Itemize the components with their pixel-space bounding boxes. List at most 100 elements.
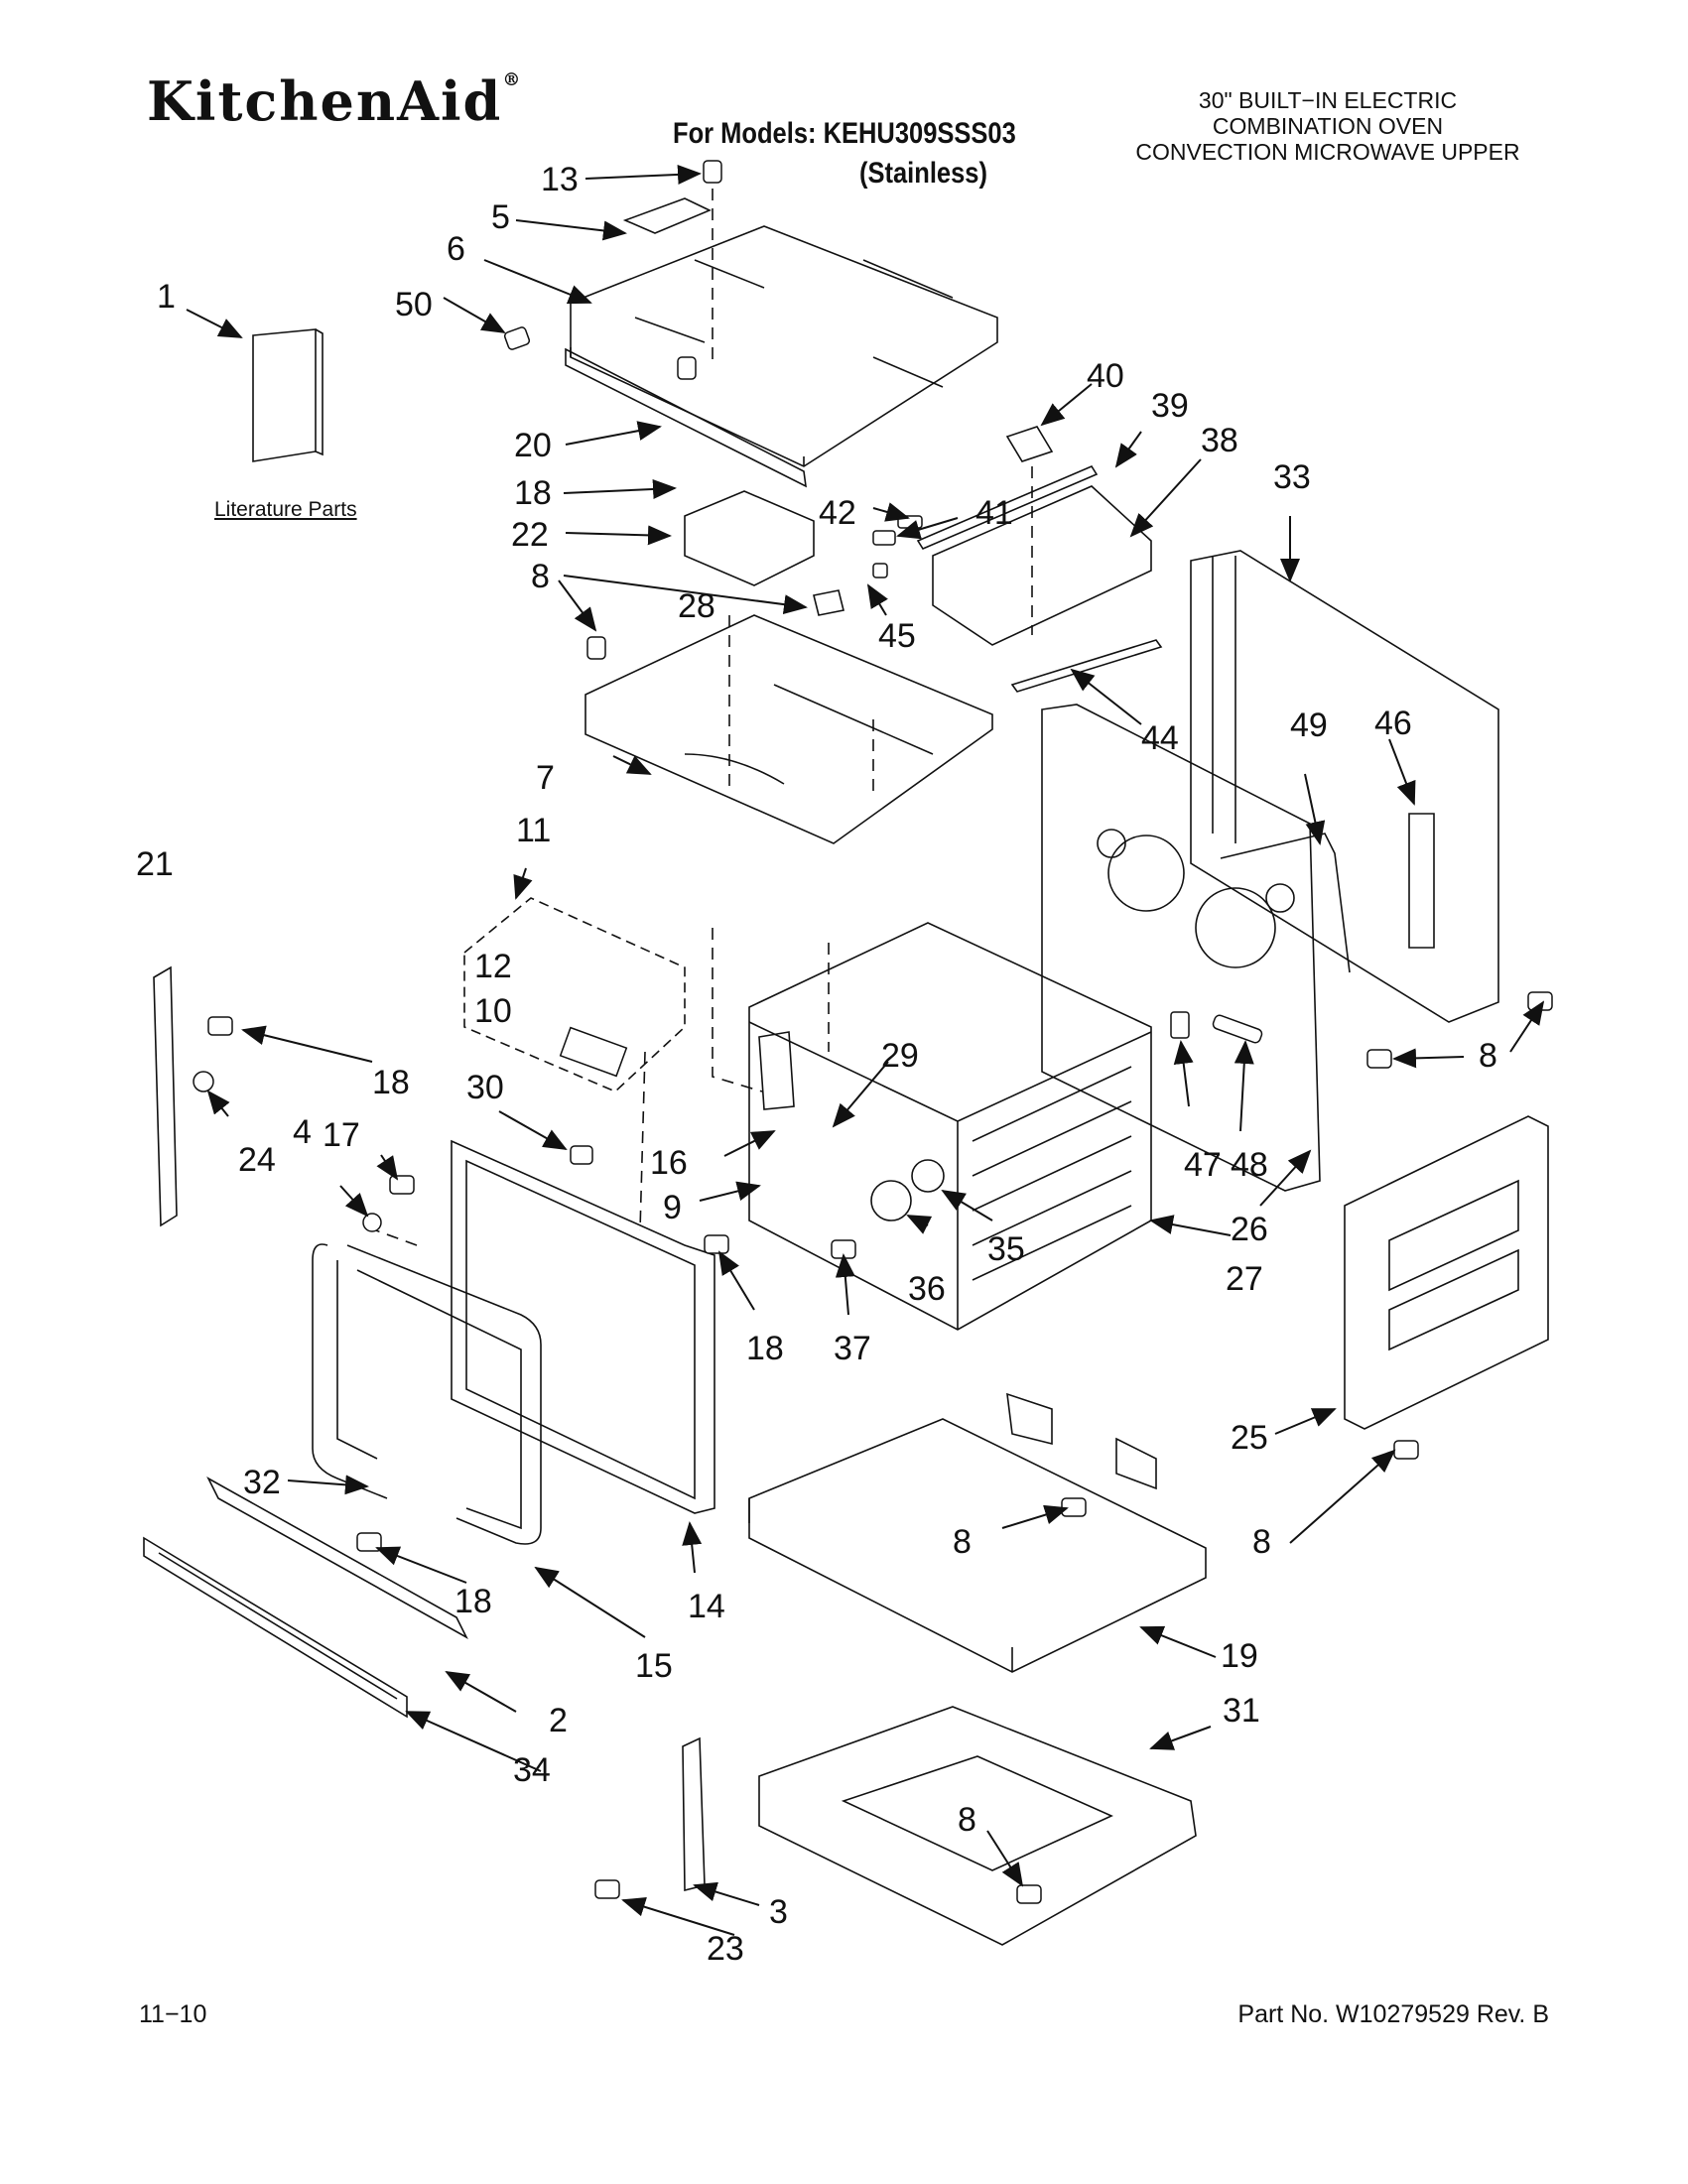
- literature-booklet: [252, 328, 317, 462]
- callout-8-pan: 8: [958, 1801, 976, 1839]
- top-bracket: [622, 197, 712, 234]
- callout-36: 36: [908, 1270, 946, 1308]
- callout-39: 39: [1151, 387, 1189, 425]
- left-side-bracket: [153, 965, 178, 1227]
- fitting-41: [872, 530, 896, 546]
- front-trim: [565, 347, 807, 488]
- screw-13: [703, 160, 722, 184]
- lower-trim-2: [206, 1477, 468, 1639]
- screw-8-mid: [586, 636, 606, 660]
- callout-21: 21: [136, 845, 174, 883]
- rod-44: [1010, 639, 1163, 693]
- callout-42: 42: [819, 494, 856, 532]
- part-number: Part No. W10279529 Rev. B: [1237, 2000, 1549, 2028]
- description-line-1: 30" BUILT−IN ELECTRIC: [1198, 87, 1458, 113]
- finish-label: (Stainless): [859, 157, 987, 190]
- sensor-48: [1212, 1014, 1263, 1044]
- callout-10: 10: [474, 992, 512, 1030]
- callout-8: 8: [531, 558, 550, 595]
- callout-3: 3: [769, 1893, 788, 1931]
- screw-8-shelf: [1061, 1497, 1087, 1517]
- screw-23: [594, 1879, 620, 1899]
- callout-33: 33: [1273, 458, 1311, 496]
- literature-parts-label: Literature Parts: [214, 498, 357, 521]
- fan-motor: [758, 1031, 795, 1110]
- product-description: 30" BUILT−IN ELECTRIC COMBINATION OVEN C…: [1119, 87, 1536, 165]
- callout-47: 47: [1184, 1146, 1222, 1184]
- callout-5: 5: [491, 198, 510, 236]
- callout-6: 6: [447, 230, 465, 268]
- callout-38: 38: [1201, 422, 1238, 459]
- brand-logo: KitchenAid®: [147, 69, 523, 133]
- convection-duct: [1220, 833, 1351, 973]
- callout-4: 4: [293, 1113, 312, 1151]
- callout-2: 2: [549, 1702, 568, 1739]
- door-gasket: [312, 1243, 542, 1545]
- solenoid-valve: [1005, 426, 1054, 462]
- top-cover: [570, 225, 998, 467]
- screw-8-bracket: [1393, 1440, 1419, 1460]
- callout-49: 49: [1290, 707, 1328, 744]
- callout-7: 7: [536, 759, 555, 797]
- callout-28: 28: [678, 587, 715, 625]
- callout-32: 32: [243, 1464, 281, 1501]
- callout-44: 44: [1141, 719, 1179, 757]
- spacer-shelf: [748, 1418, 1207, 1673]
- callout-35: 35: [987, 1230, 1025, 1268]
- callout-16: 16: [650, 1144, 688, 1182]
- callout-41: 41: [975, 494, 1013, 532]
- hinge: [682, 1736, 706, 1892]
- relay-board: [1408, 813, 1435, 949]
- callout-14: 14: [688, 1588, 725, 1625]
- rear-side-panel: [1190, 550, 1499, 1023]
- lamp-10: [559, 1026, 628, 1078]
- side-bracket: [1344, 1115, 1549, 1430]
- callout-48: 48: [1231, 1146, 1268, 1184]
- callout-20: 20: [514, 427, 552, 464]
- callout-19: 19: [1221, 1637, 1258, 1675]
- screw-18-front: [704, 1234, 729, 1254]
- callout-9: 9: [663, 1189, 682, 1226]
- screw-18-left: [207, 1016, 233, 1036]
- screw-8-pan: [1016, 1884, 1042, 1904]
- callout-1: 1: [157, 278, 176, 316]
- callout-8-shelf: 8: [953, 1523, 972, 1561]
- screw-50: [503, 326, 531, 350]
- grommet-45: [872, 563, 888, 578]
- screw-8-right: [1366, 1049, 1392, 1069]
- callout-45: 45: [878, 617, 916, 655]
- callout-37: 37: [834, 1330, 871, 1367]
- callout-8-right: 8: [1479, 1037, 1497, 1075]
- date-code: 11−10: [139, 2000, 207, 2028]
- callout-29: 29: [881, 1037, 919, 1075]
- callout-12: 12: [474, 948, 512, 985]
- callout-11: 11: [516, 812, 551, 849]
- inner-top-panel: [584, 614, 993, 844]
- screw-17: [389, 1175, 415, 1195]
- callout-50: 50: [395, 286, 433, 323]
- thermal-cutout: [813, 589, 844, 616]
- seal-strip-39: [916, 464, 1099, 551]
- screw-30: [570, 1145, 593, 1165]
- grommet-24: [193, 1071, 214, 1092]
- back-panel: [1041, 704, 1321, 1192]
- callout-22: 22: [511, 516, 549, 554]
- clip-4: [362, 1213, 382, 1232]
- callout-31: 31: [1223, 1692, 1260, 1730]
- air-duct-38: [932, 485, 1152, 646]
- toe-kick-34: [143, 1536, 408, 1719]
- oven-cavity: [748, 922, 1152, 1331]
- callout-40: 40: [1087, 357, 1124, 395]
- callout-18-trim: 18: [454, 1583, 492, 1620]
- models-line: For Models: KEHU309SSS03: [673, 117, 1016, 150]
- description-line-3: CONVECTION MICROWAVE UPPER: [1135, 139, 1520, 165]
- callout-18-left: 18: [372, 1064, 410, 1101]
- front-frame: [451, 1139, 715, 1514]
- callout-34: 34: [513, 1751, 551, 1789]
- callout-8-bracket: 8: [1252, 1523, 1271, 1561]
- callout-numbers: 1 13 5 6 50 20 18 22 8 28 7 40 39 38 33 …: [136, 161, 1497, 1968]
- transformer: [684, 490, 815, 586]
- callout-18: 18: [514, 474, 552, 512]
- callout-27: 27: [1226, 1260, 1263, 1298]
- screw-18-top: [677, 356, 697, 380]
